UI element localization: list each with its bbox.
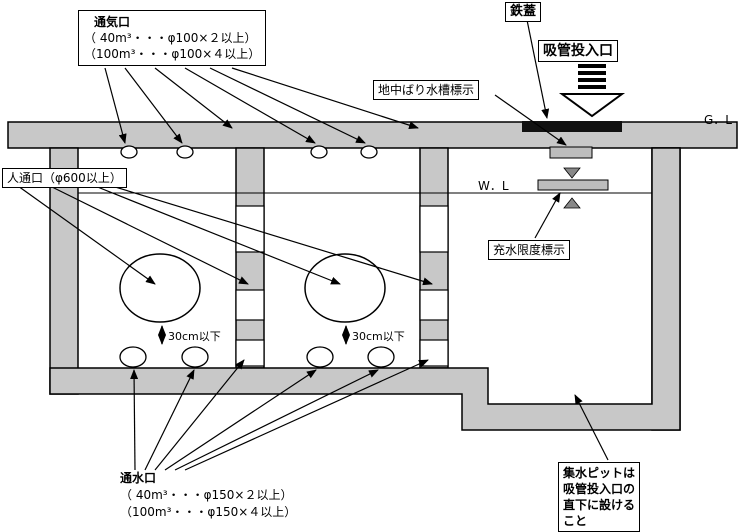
water-passage-holes xyxy=(119,346,395,368)
suction-inlet-label: 吸管投入口 xyxy=(538,40,618,62)
water-hole xyxy=(367,346,395,368)
under-30cm-label-1: 30cm以下 xyxy=(168,330,221,343)
beam-tank-marker-plate xyxy=(549,146,593,159)
bottom-slab-with-pit xyxy=(49,147,681,431)
water-passage-line2: （100m³・・・φ150×４以上） xyxy=(120,505,297,519)
water-hole xyxy=(181,346,209,368)
beam-mark-label: 地中ばり水槽標示 xyxy=(373,80,480,100)
water-passage-label-block: 通水口 （ 40m³・・・φ150×２以上） （100m³・・・φ150×４以上… xyxy=(120,470,296,521)
water-hole xyxy=(119,346,147,368)
triangle-down-icon xyxy=(563,167,581,179)
pit-note-line1: 集水ピットは xyxy=(563,466,636,480)
wl-label: W．L xyxy=(478,179,509,193)
left-outer-wall xyxy=(49,147,79,395)
partition-1-opening-bottom xyxy=(235,339,265,367)
top-slab xyxy=(7,121,738,149)
partition-2-opening-upper xyxy=(419,205,449,253)
vent-label-line2: （100m³・・・φ100×４以上） xyxy=(84,47,261,61)
vent-label-title: 通気口 xyxy=(94,15,131,29)
vent-holes xyxy=(120,145,378,159)
partition-1-opening-lower xyxy=(235,289,265,321)
manhole-circle-1 xyxy=(119,253,201,323)
suction-inlet-arrow-icon xyxy=(558,64,626,118)
iron-lid xyxy=(522,121,622,132)
triangle-up-icon xyxy=(563,197,581,209)
vent-hole xyxy=(360,145,378,159)
pit-note-box: 集水ピットは 吸管投入口の 直下に設ける こと xyxy=(558,462,641,532)
partition-wall-2 xyxy=(419,147,449,369)
vent-hole xyxy=(120,145,138,159)
vent-label-box: 通気口 （ 40m³・・・φ100×２以上） （100m³・・・φ100×４以上… xyxy=(78,10,267,66)
concrete-structure xyxy=(7,121,738,431)
fill-limit-marker-plate xyxy=(537,179,609,191)
leader-lines xyxy=(17,19,609,471)
pit-note-line4: こと xyxy=(563,514,588,528)
vent-hole xyxy=(310,145,328,159)
pit-note-line2: 吸管投入口の xyxy=(563,482,636,496)
water-passage-line1: （ 40m³・・・φ150×２以上） xyxy=(120,488,293,502)
vent-hole xyxy=(176,145,194,159)
partition-wall-1 xyxy=(235,147,265,369)
partition-1-opening-upper xyxy=(235,205,265,253)
manhole-circle-2 xyxy=(304,253,386,323)
lid-label: 鉄蓋 xyxy=(505,2,542,22)
fill-limit-label: 充水限度標示 xyxy=(488,240,571,260)
water-hole xyxy=(306,346,334,368)
water-passage-title: 通水口 xyxy=(120,471,157,485)
manhole-label: 人通口（φ600以上） xyxy=(2,168,127,188)
partition-openings xyxy=(235,205,449,367)
gl-label: G．L xyxy=(704,113,732,127)
pit-note-line3: 直下に設ける xyxy=(563,498,636,512)
under-30cm-label-2: 30cm以下 xyxy=(352,330,405,343)
vent-label-line1: （ 40m³・・・φ100×２以上） xyxy=(84,31,257,45)
partition-2-opening-lower xyxy=(419,289,449,321)
